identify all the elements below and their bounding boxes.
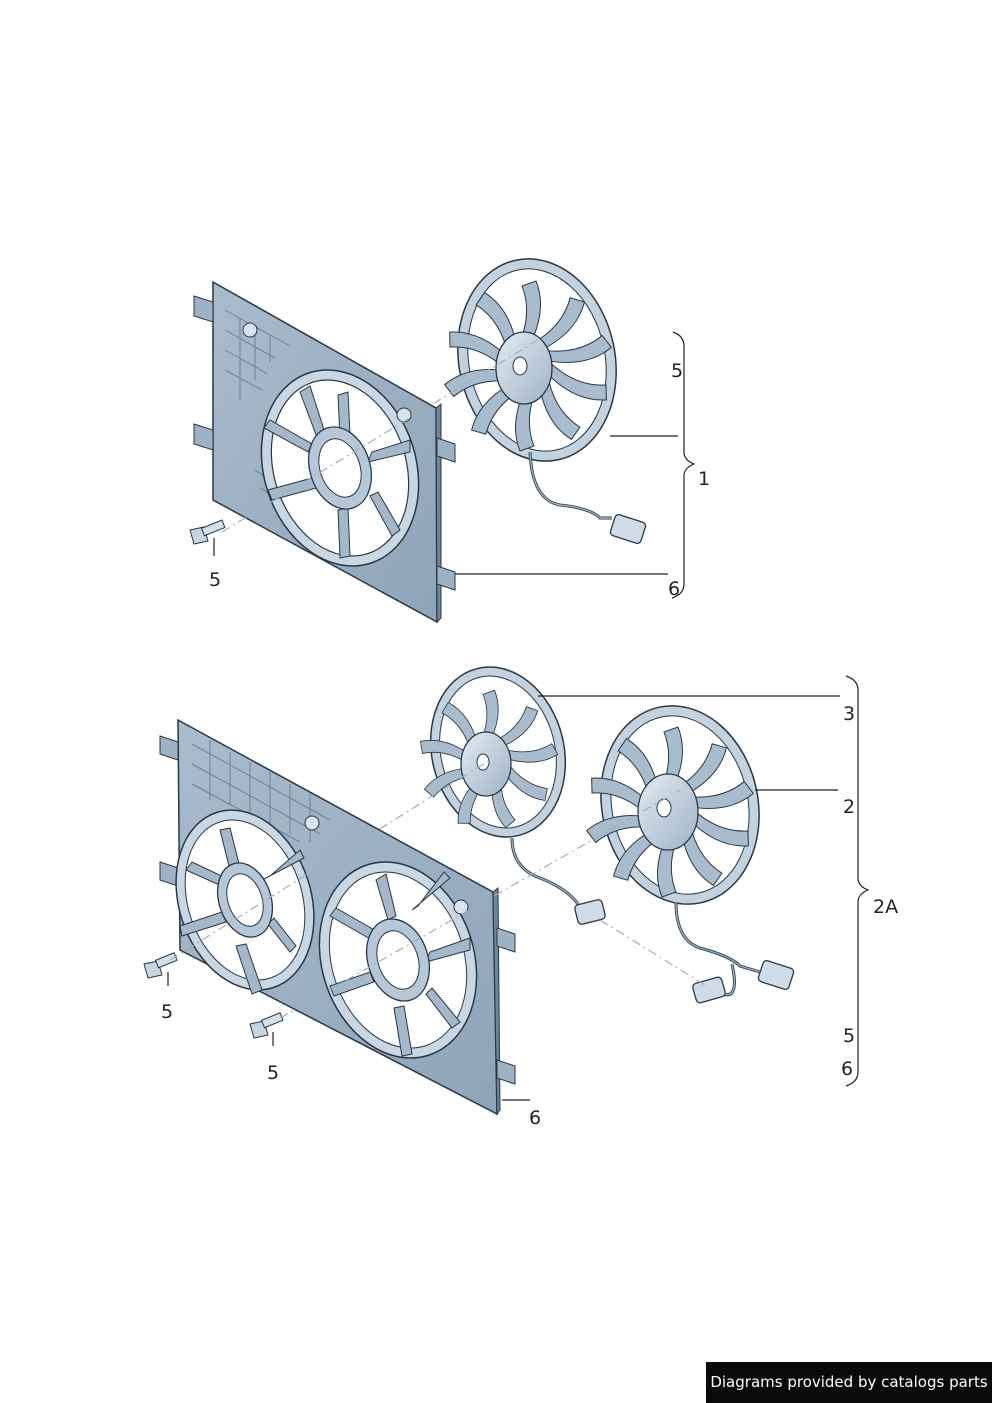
single-fan-motor xyxy=(442,258,647,545)
callout-dual-bolt-upper: 5 xyxy=(161,1001,173,1023)
callout-single-frame-qty: 6 xyxy=(668,578,680,600)
callout-dual-group: 2A xyxy=(873,896,898,918)
dual-leaders xyxy=(167,675,870,1101)
callout-dual-frame: 6 xyxy=(529,1107,541,1129)
callout-single-group: 1 xyxy=(698,468,710,490)
callout-single-fan-qty: 5 xyxy=(671,360,683,382)
dual-fan-right-motor xyxy=(584,705,795,1004)
credit-banner: Diagrams provided by catalogs parts xyxy=(706,1362,992,1403)
dual-fan-left-motor xyxy=(417,666,606,925)
callout-dual-frame-qty: 6 xyxy=(841,1058,853,1080)
dual-fan-assembly xyxy=(143,666,870,1116)
callout-dual-fan-right: 2 xyxy=(843,796,855,818)
callout-dual-fan-left: 3 xyxy=(843,703,855,725)
single-fan-shroud xyxy=(193,280,456,624)
single-bolt xyxy=(189,519,226,545)
callout-labels: 5 1 6 5 3 2 2A 5 6 5 5 6 xyxy=(161,360,898,1129)
callout-dual-bolt-qty: 5 xyxy=(843,1025,855,1047)
dual-bolt-upper xyxy=(143,952,178,979)
single-fan-assembly xyxy=(189,258,696,624)
dual-bolt-lower xyxy=(249,1012,284,1039)
callout-single-bolt: 5 xyxy=(209,569,221,591)
dual-fan-shroud xyxy=(159,718,516,1116)
callout-dual-bolt-lower: 5 xyxy=(267,1062,279,1084)
single-leaders xyxy=(213,331,696,599)
